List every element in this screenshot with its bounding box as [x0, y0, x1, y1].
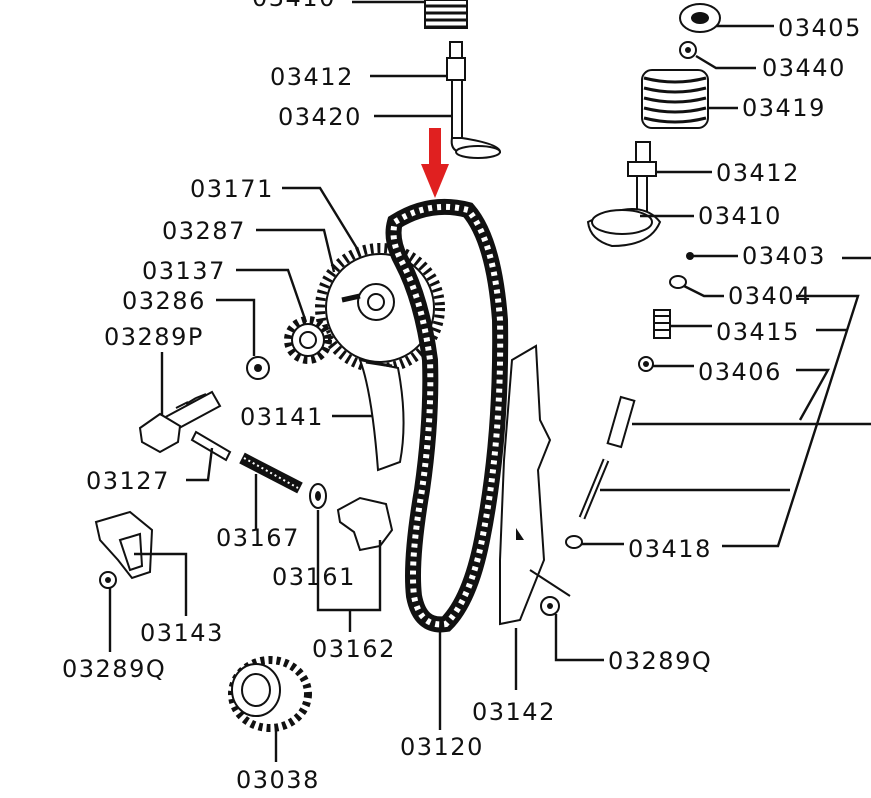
part-plunger — [606, 395, 636, 449]
leader-lines — [108, 0, 871, 762]
label-03143: 03143 — [140, 619, 224, 647]
label-03162: 03162 — [312, 635, 396, 663]
label-03120: 03120 — [400, 733, 484, 761]
tensioner-spring — [239, 452, 303, 494]
label-03289q-right: 03289Q — [608, 647, 712, 675]
label-03412-left: 03412 — [270, 63, 354, 91]
label-03412-right: 03412 — [716, 159, 800, 187]
label-03410-top: 03410 — [252, 0, 336, 12]
tensioner-washer — [309, 483, 327, 509]
nut-left — [99, 571, 117, 589]
tensioner-bracket — [94, 510, 154, 580]
label-03440: 03440 — [762, 54, 846, 82]
washer — [246, 356, 270, 380]
valve-spring-top-left — [424, 0, 468, 29]
label-03289q-left: 03289Q — [62, 655, 166, 683]
label-03404: 03404 — [728, 282, 812, 310]
exhaust-valve-right — [586, 141, 662, 248]
label-03420: 03420 — [278, 103, 362, 131]
part-03406-ball — [638, 356, 654, 372]
valve-retainer — [679, 3, 721, 33]
label-03171: 03171 — [190, 175, 274, 203]
label-03419: 03419 — [742, 94, 826, 122]
label-03410-right: 03410 — [698, 202, 782, 230]
part-pushrod — [578, 458, 610, 520]
label-03167: 03167 — [216, 524, 300, 552]
label-03287: 03287 — [162, 217, 246, 245]
crankshaft-sprocket — [228, 656, 312, 732]
label-03418: 03418 — [628, 535, 712, 563]
label-03038: 03038 — [236, 766, 320, 794]
label-03406: 03406 — [698, 358, 782, 386]
chain-guide-right — [499, 344, 571, 626]
label-03141: 03141 — [240, 403, 324, 431]
chain-guide-left — [358, 358, 405, 472]
small-gear — [284, 316, 332, 364]
tensioner-pin — [190, 430, 232, 462]
label-03403: 03403 — [742, 242, 826, 270]
part-03404-nut — [669, 275, 687, 289]
part-03418-ring — [565, 535, 583, 549]
label-03142: 03142 — [472, 698, 556, 726]
label-03161: 03161 — [272, 563, 356, 591]
bolt-03289p — [138, 390, 222, 454]
label-03137: 03137 — [142, 257, 226, 285]
nut-right — [540, 596, 560, 616]
red-arrow-indicator — [421, 128, 449, 198]
label-03415: 03415 — [716, 318, 800, 346]
valve-spring-right — [641, 69, 709, 129]
label-03289p: 03289P — [104, 323, 204, 351]
label-03127: 03127 — [86, 467, 170, 495]
label-03405: 03405 — [778, 14, 862, 42]
part-03415-spring — [653, 309, 671, 339]
label-03286: 03286 — [122, 287, 206, 315]
timing-chain — [385, 198, 509, 633]
part-03403-dot — [686, 252, 694, 260]
chain-tensioner — [336, 496, 394, 552]
valve-keeper — [679, 41, 697, 59]
intake-valve-left — [446, 41, 502, 159]
